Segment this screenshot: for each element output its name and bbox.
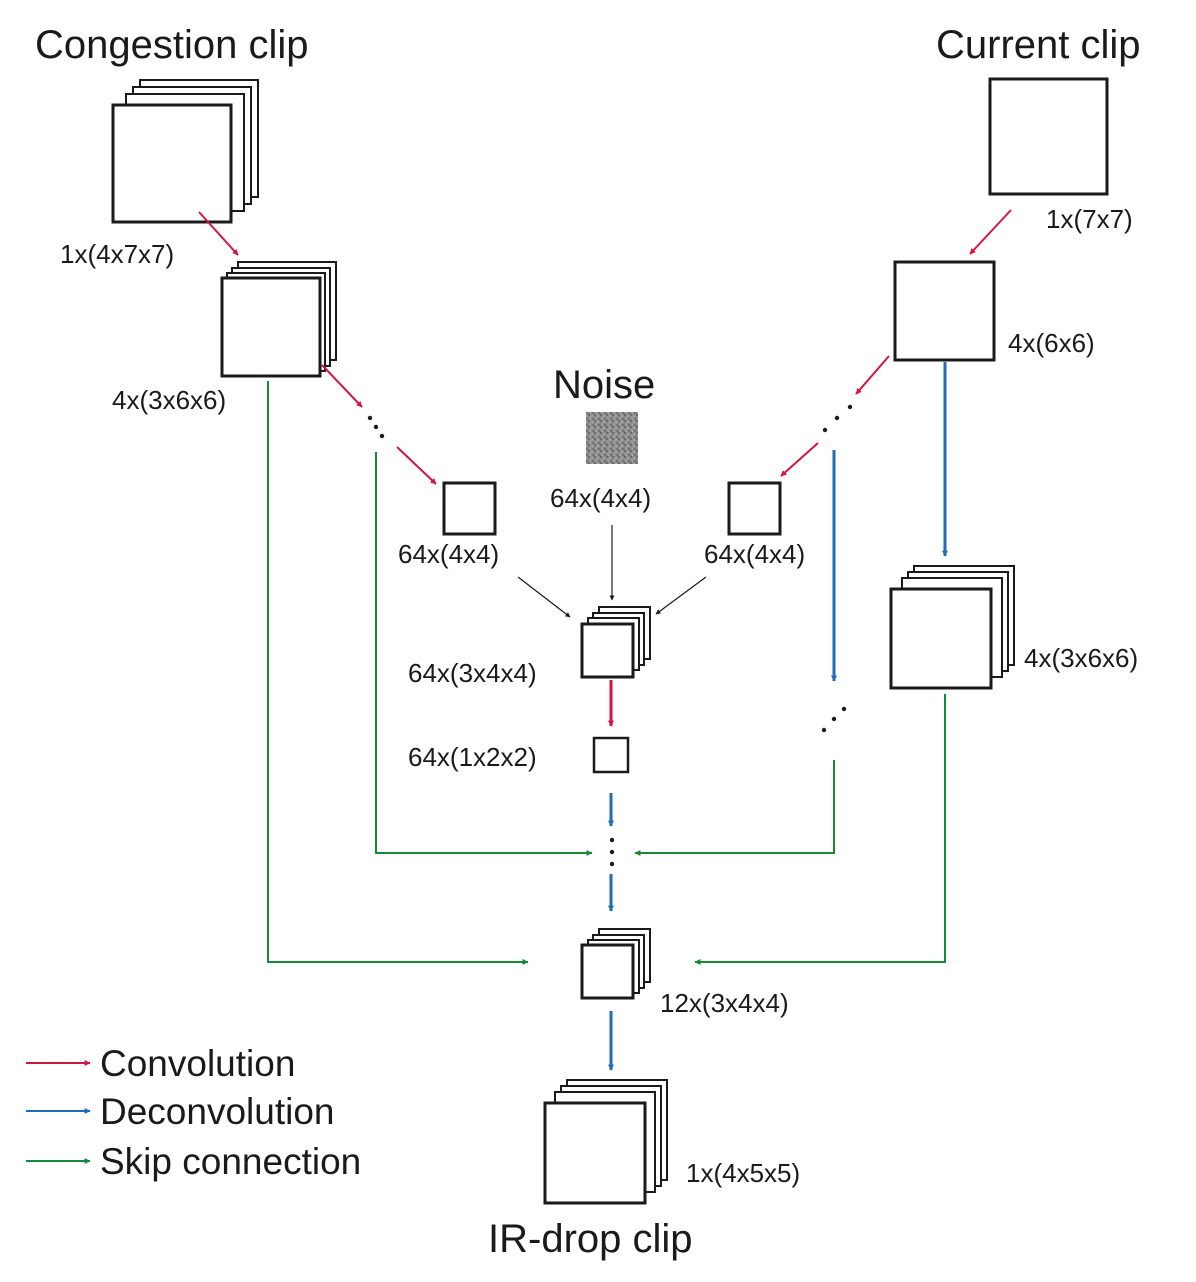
ellipsis-dot	[847, 404, 853, 410]
ellipsis-dot	[379, 433, 385, 439]
current-deep-dim: 64x(4x4)	[704, 539, 805, 569]
ellipsis-dot	[609, 861, 615, 867]
current-layer1-box	[893, 260, 996, 362]
legend-convolution-label: Convolution	[100, 1043, 295, 1084]
output-dim: 1x(4x5x5)	[686, 1158, 800, 1188]
current-layer1-dim: 4x(6x6)	[1008, 328, 1095, 358]
skip-connection-arrows	[267, 381, 946, 965]
ellipsis-dot	[831, 716, 837, 722]
congestion-input-dim: 1x(4x7x7)	[60, 239, 174, 269]
merge-arrow-current	[655, 576, 707, 615]
decoder-stack	[580, 928, 651, 1000]
ir-drop-clip-title: IR-drop clip	[488, 1217, 693, 1261]
legend-item-skip: Skip connection	[26, 1141, 361, 1182]
conv-arrow-current-2	[855, 355, 890, 395]
conv-arrow-current-1	[969, 209, 1012, 255]
noise-image	[586, 412, 638, 464]
merge-arrow-congestion	[517, 576, 571, 618]
legend: Convolution Deconvolution Skip connectio…	[26, 1043, 361, 1182]
deconvolution-arrows	[608, 362, 948, 1071]
skip-outer-left	[267, 381, 529, 965]
bottleneck-box	[592, 736, 630, 774]
skip-inner-left	[375, 452, 593, 856]
ellipsis-dot	[367, 415, 373, 421]
legend-item-convolution: Convolution	[26, 1043, 295, 1084]
congestion-deep-box	[442, 481, 497, 536]
merged-dim: 64x(3x4x4)	[408, 658, 537, 688]
conv-arrow-congestion-1	[198, 211, 239, 256]
output-stack	[543, 1079, 668, 1205]
current-deconv-stack	[889, 565, 1015, 690]
ellipsis-dots	[367, 404, 853, 867]
ellipsis-dot	[834, 415, 840, 421]
convolution-arrows	[198, 209, 1012, 485]
current-clip-title: Current clip	[936, 23, 1141, 67]
congestion-clip-title: Congestion clip	[35, 23, 309, 67]
current-input-dim: 1x(7x7)	[1046, 204, 1133, 234]
merged-stack	[580, 606, 651, 679]
congestion-layer1-stack	[220, 261, 337, 378]
bottleneck-dim: 64x(1x2x2)	[408, 742, 537, 772]
ellipsis-dot	[373, 424, 379, 430]
conv-arrow-congestion-2	[321, 364, 363, 408]
skip-inner-right	[634, 760, 835, 856]
ellipsis-dot	[609, 837, 615, 843]
merge-arrows	[517, 525, 707, 618]
conv-arrow-current-3	[780, 442, 819, 477]
legend-deconvolution-label: Deconvolution	[100, 1091, 334, 1132]
noise-dim: 64x(4x4)	[550, 483, 651, 513]
current-deep-box	[727, 481, 782, 536]
ellipsis-dot	[609, 849, 615, 855]
skip-outer-right	[694, 694, 946, 965]
legend-skip-label: Skip connection	[100, 1141, 361, 1182]
ellipsis-dot	[821, 727, 827, 733]
congestion-deep-dim: 64x(4x4)	[398, 539, 499, 569]
ellipsis-dot	[841, 706, 847, 712]
legend-item-deconvolution: Deconvolution	[26, 1091, 334, 1132]
ellipsis-dot	[822, 427, 828, 433]
current-deconv-dim: 4x(3x6x6)	[1024, 643, 1138, 673]
conv-arrow-congestion-3	[396, 446, 437, 485]
congestion-input-stack	[111, 79, 259, 224]
current-input-box	[988, 77, 1109, 196]
noise-title: Noise	[553, 363, 655, 407]
congestion-layer1-dim: 4x(3x6x6)	[112, 385, 226, 415]
decoder-dim: 12x(3x4x4)	[660, 988, 789, 1018]
